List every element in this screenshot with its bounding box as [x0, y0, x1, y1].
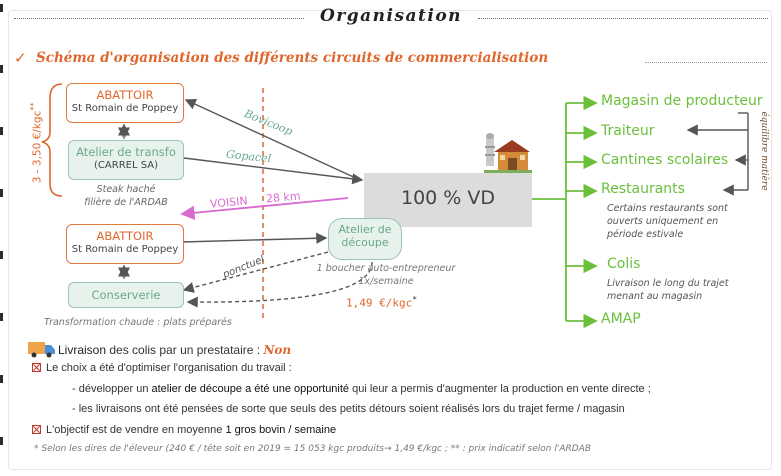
footnote: * Selon les dires de l'éleveur (240 € / … [34, 444, 592, 454]
prix-text: 1,49 €/kgc [346, 296, 413, 310]
restaurants-note-line-3: période estivale [607, 229, 684, 240]
restaurants-note-line-2: ouverts uniquement en [607, 216, 719, 227]
prix-mark: * [412, 295, 418, 304]
edge-mark [0, 313, 3, 321]
atelier-transfo-sub: (CARREL SA) [94, 160, 158, 171]
edge-mark [0, 127, 3, 135]
farm-icon [484, 133, 532, 173]
choix-line: Le choix a été d'optimiser l'organisatio… [32, 362, 292, 374]
dest-cantines: Cantines scolaires [601, 152, 729, 168]
objectif-pre: L'objectif est de vendre en moyenne [46, 424, 226, 436]
conserverie-label: Conserverie [91, 288, 161, 302]
price-range-text: 3 - 3,50 €/kgc [31, 110, 44, 184]
edge-mark [0, 375, 3, 383]
arrow-voisin [180, 197, 349, 220]
check-icon: ✓ [14, 49, 27, 67]
checkbox-icon [32, 425, 41, 434]
truck-icon [28, 342, 55, 358]
restaurants-note: Certains restaurants sont ouverts unique… [607, 202, 757, 241]
atelier-decoupe-line-1: Atelier de [338, 223, 392, 236]
bracket-label-wrap: 3 - 3,50 €/kgc** [20, 100, 50, 190]
choix-text: Le choix a été d'optimiser l'organisatio… [46, 362, 292, 374]
dest-magasin: Magasin de producteur [601, 93, 763, 109]
section-rule [645, 62, 767, 63]
abattoir-2-title: ABATTOIR [96, 229, 154, 243]
bullet-1: - développer un atelier de découpe a été… [72, 383, 651, 395]
atelier-transfo-title: Atelier de transfo [76, 145, 176, 159]
atelier-transfo-box: Atelier de transfo (CARREL SA) [68, 140, 184, 180]
arrow-bovicoop [184, 99, 361, 181]
bracket [41, 83, 63, 197]
abattoir-1-sub: St Romain de Poppey [71, 103, 179, 114]
steak-line-1: Steak haché [96, 184, 156, 195]
dest-restaurants: Restaurants [601, 181, 685, 197]
vd-box: 100 % VD [364, 173, 532, 227]
edge-mark [0, 65, 3, 73]
header-rule-left [14, 18, 304, 19]
steak-note: Steak haché filière de l'ARDAB [76, 183, 176, 209]
abattoir-1-title: ABATTOIR [96, 88, 154, 102]
bullet-2: - les livraisons ont été pensées de sort… [72, 403, 625, 415]
atelier-decoupe-line-2: découpe [341, 236, 389, 249]
dest-amap: AMAP [601, 311, 641, 327]
abattoir-box-1: ABATTOIR St Romain de Poppey [66, 83, 184, 123]
colis-note: Livraison le long du trajet menant au ma… [607, 277, 757, 303]
transfo-chaude-note: Transformation chaude : plats préparés [44, 317, 232, 328]
arrow-gopacel [183, 157, 364, 185]
livraison-prefix: Livraison [58, 343, 107, 357]
edge-mark [0, 189, 3, 197]
vd-label: 100 % VD [400, 187, 496, 209]
dest-colis: Colis [607, 256, 641, 272]
header-rule-right [478, 18, 768, 19]
edge-mark [0, 4, 3, 12]
conserverie-box: Conserverie [68, 282, 184, 308]
livraison-line: Livraison des colis par un prestataire :… [58, 343, 291, 357]
arrow-ponctuel [182, 251, 329, 293]
page-title: Organisation [319, 6, 463, 26]
colis-note-line-2: menant au magasin [607, 291, 703, 302]
edge-mark [0, 251, 3, 259]
section-title: Schéma d'organisation des différents cir… [36, 50, 549, 66]
objectif-line: L'objectif est de vendre en moyenne 1 gr… [32, 424, 336, 436]
dest-traiteur: Traiteur [601, 123, 655, 139]
prix-label: 1,49 €/kgc* [346, 295, 417, 310]
edge-mark [0, 437, 3, 445]
arrow-abattoir-decoupe [181, 232, 328, 244]
objectif-strong: 1 gros bovin / semaine [225, 424, 337, 436]
colis-note-line-1: Livraison le long du trajet [607, 278, 729, 289]
restaurants-note-line-1: Certains restaurants sont [607, 203, 728, 214]
bullet-1-pre: - développer un [72, 383, 152, 395]
price-range-mark: ** [28, 102, 38, 111]
boucher-line-2: 1x/semaine [358, 276, 414, 287]
steak-line-2: filière de l'ARDAB [84, 197, 168, 208]
boucher-line-1: 1 boucher auto-entrepreneur [316, 263, 456, 274]
abattoir-box-2: ABATTOIR St Romain de Poppey [66, 224, 184, 264]
page-frame [8, 10, 772, 470]
arrow-return [186, 261, 373, 308]
livraison-answer: Non [263, 343, 292, 357]
equilibre-label: équilibre matière [759, 111, 769, 191]
checkbox-icon [32, 363, 41, 372]
abattoir-2-sub: St Romain de Poppey [71, 244, 179, 255]
atelier-decoupe-box: Atelier de découpe [328, 218, 402, 260]
bullet-1-strong: atelier de découpe a été une opportunité [151, 383, 350, 395]
bullet-1-post: qui leur a permis d'augmenter la product… [349, 383, 651, 395]
livraison-text: des colis par un prestataire : [106, 343, 264, 357]
boucher-note: 1 boucher auto-entrepreneur 1x/semaine [306, 262, 466, 288]
price-range-label: 3 - 3,50 €/kgc** [29, 103, 44, 184]
